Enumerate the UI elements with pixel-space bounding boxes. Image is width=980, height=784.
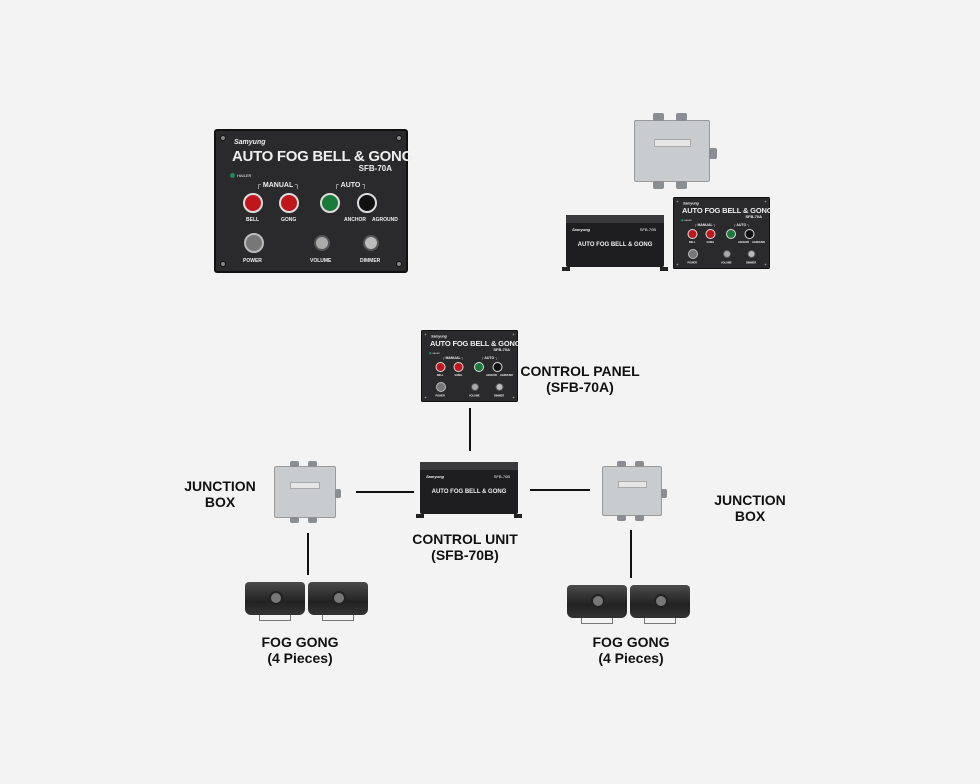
- aground-button: [492, 362, 503, 372]
- unit-model: SFB-70B: [493, 474, 510, 479]
- control-unit-image-top: Samyung SFB-70B AUTO FOG BELL & GONG: [562, 215, 668, 271]
- connector-left-gong: [307, 533, 309, 575]
- anchor-label: ANCHOR: [344, 217, 366, 223]
- control-unit-image-diagram: Samyung SFB-70B AUTO FOG BELL & GONG: [416, 462, 522, 518]
- unit-name: AUTO FOG BELL & GONG: [431, 489, 507, 495]
- aground-label: AGROUND: [752, 241, 765, 244]
- hailer-indicator: HAILER: [429, 352, 440, 355]
- anchor-label: ANCHOR: [738, 241, 749, 244]
- panel-title: AUTO FOG BELL & GONG: [232, 148, 413, 165]
- control-panel-image-small: Samyung AUTO FOG BELL & GONG SFB-70A HAI…: [673, 197, 773, 269]
- connector-unit-right: [530, 489, 590, 491]
- volume-label: VOLUME: [469, 394, 480, 398]
- aground-label: AGROUND: [500, 374, 513, 377]
- dimmer-label: DIMMER: [494, 394, 505, 398]
- connector-unit-left: [356, 491, 414, 493]
- hailer-indicator: HAILER: [230, 173, 251, 178]
- panel-title: AUTO FOG BELL & GONG: [682, 206, 773, 216]
- volume-knob: [314, 235, 330, 251]
- panel-model: SFB-70A: [358, 164, 392, 173]
- aground-label: AGROUND: [372, 217, 398, 223]
- volume-knob: [471, 383, 479, 391]
- unit-name: AUTO FOG BELL & GONG: [577, 242, 653, 248]
- anchor-button: [474, 362, 484, 372]
- bell-button: [243, 193, 263, 213]
- connector-panel-unit: [469, 408, 471, 451]
- power-label: POWER: [243, 258, 262, 264]
- control-panel-image-main: Samyung AUTO FOG BELL & GONG SFB-70A HAI…: [214, 129, 413, 273]
- gong-label: GONG: [281, 217, 297, 223]
- aground-button: [744, 229, 755, 239]
- group-auto: ┌ AUTO ┐: [481, 356, 498, 361]
- group-manual: ┌ MANUAL ┐: [694, 223, 717, 228]
- bell-button: [435, 362, 446, 372]
- group-manual: ┌ MANUAL ┐: [442, 356, 465, 361]
- gong-button: [705, 229, 716, 239]
- brand-logo: Samyung: [431, 335, 447, 339]
- bell-label: BELL: [689, 241, 696, 244]
- brand-logo: Samyung: [683, 202, 699, 206]
- brand-logo: Samyung: [426, 474, 445, 479]
- fog-gong-right-label: FOG GONG(4 Pieces): [592, 634, 670, 666]
- power-label: POWER: [435, 394, 445, 398]
- control-panel-label: CONTROL PANEL(SFB-70A): [520, 363, 640, 395]
- gong-label: GONG: [706, 241, 715, 244]
- panel-model: SFB-70A: [745, 214, 762, 220]
- brand-logo: Samyung: [572, 227, 591, 232]
- dimmer-label: DIMMER: [746, 261, 757, 265]
- dimmer-label: DIMMER: [360, 258, 381, 264]
- power-switch: [436, 382, 446, 392]
- power-switch: [688, 249, 698, 259]
- power-label: POWER: [687, 261, 697, 265]
- control-panel-image-diagram: Samyung AUTO FOG BELL & GONG SFB-70A HAI…: [421, 330, 521, 402]
- bell-button: [687, 229, 698, 239]
- group-auto: ┌ AUTO ┐: [334, 182, 368, 189]
- group-auto: ┌ AUTO ┐: [733, 223, 750, 228]
- panel-model: SFB-70A: [493, 347, 510, 353]
- fog-gong-left-label: FOG GONG(4 Pieces): [261, 634, 339, 666]
- anchor-button: [320, 193, 340, 213]
- group-manual: ┌ MANUAL ┐: [256, 182, 301, 189]
- unit-model: SFB-70B: [639, 227, 656, 232]
- dimmer-knob: [363, 235, 379, 251]
- control-unit-label: CONTROL UNIT(SFB-70B): [412, 531, 518, 563]
- volume-label: VOLUME: [721, 261, 732, 265]
- hailer-indicator: HAILER: [681, 219, 692, 222]
- dimmer-knob: [747, 250, 756, 258]
- gong-button: [453, 362, 464, 372]
- anchor-label: ANCHOR: [486, 374, 497, 377]
- power-switch: [244, 233, 264, 253]
- bell-label: BELL: [437, 374, 444, 377]
- anchor-button: [726, 229, 736, 239]
- dimmer-knob: [495, 383, 504, 391]
- connector-right-gong: [630, 530, 632, 578]
- volume-knob: [723, 250, 731, 258]
- gong-label: GONG: [454, 374, 463, 377]
- gong-button: [279, 193, 299, 213]
- bell-label: BELL: [246, 217, 260, 223]
- brand-logo: Samyung: [234, 139, 266, 146]
- panel-title: AUTO FOG BELL & GONG: [430, 339, 521, 349]
- aground-button: [357, 193, 377, 213]
- volume-label: VOLUME: [310, 258, 332, 264]
